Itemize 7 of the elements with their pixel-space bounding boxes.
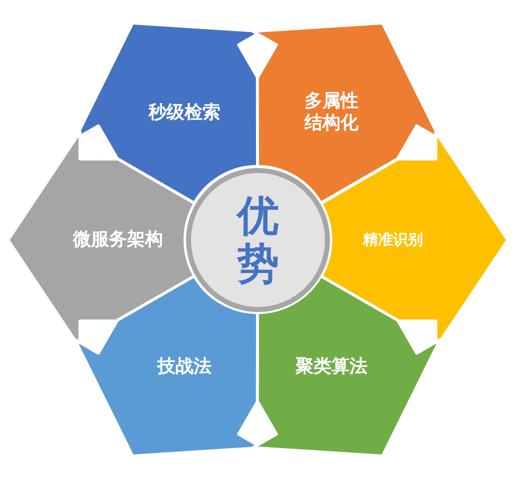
center-title: 优势	[237, 192, 279, 288]
sector-label: 技战法	[156, 356, 212, 379]
sector-label: 多属性结构化	[303, 90, 360, 136]
sector-label: 微服务架构	[72, 228, 164, 252]
sector-label: 聚类算法	[294, 356, 368, 379]
sector-label: 秒级检索	[147, 101, 222, 124]
sector-label: 精准识别	[362, 230, 424, 250]
